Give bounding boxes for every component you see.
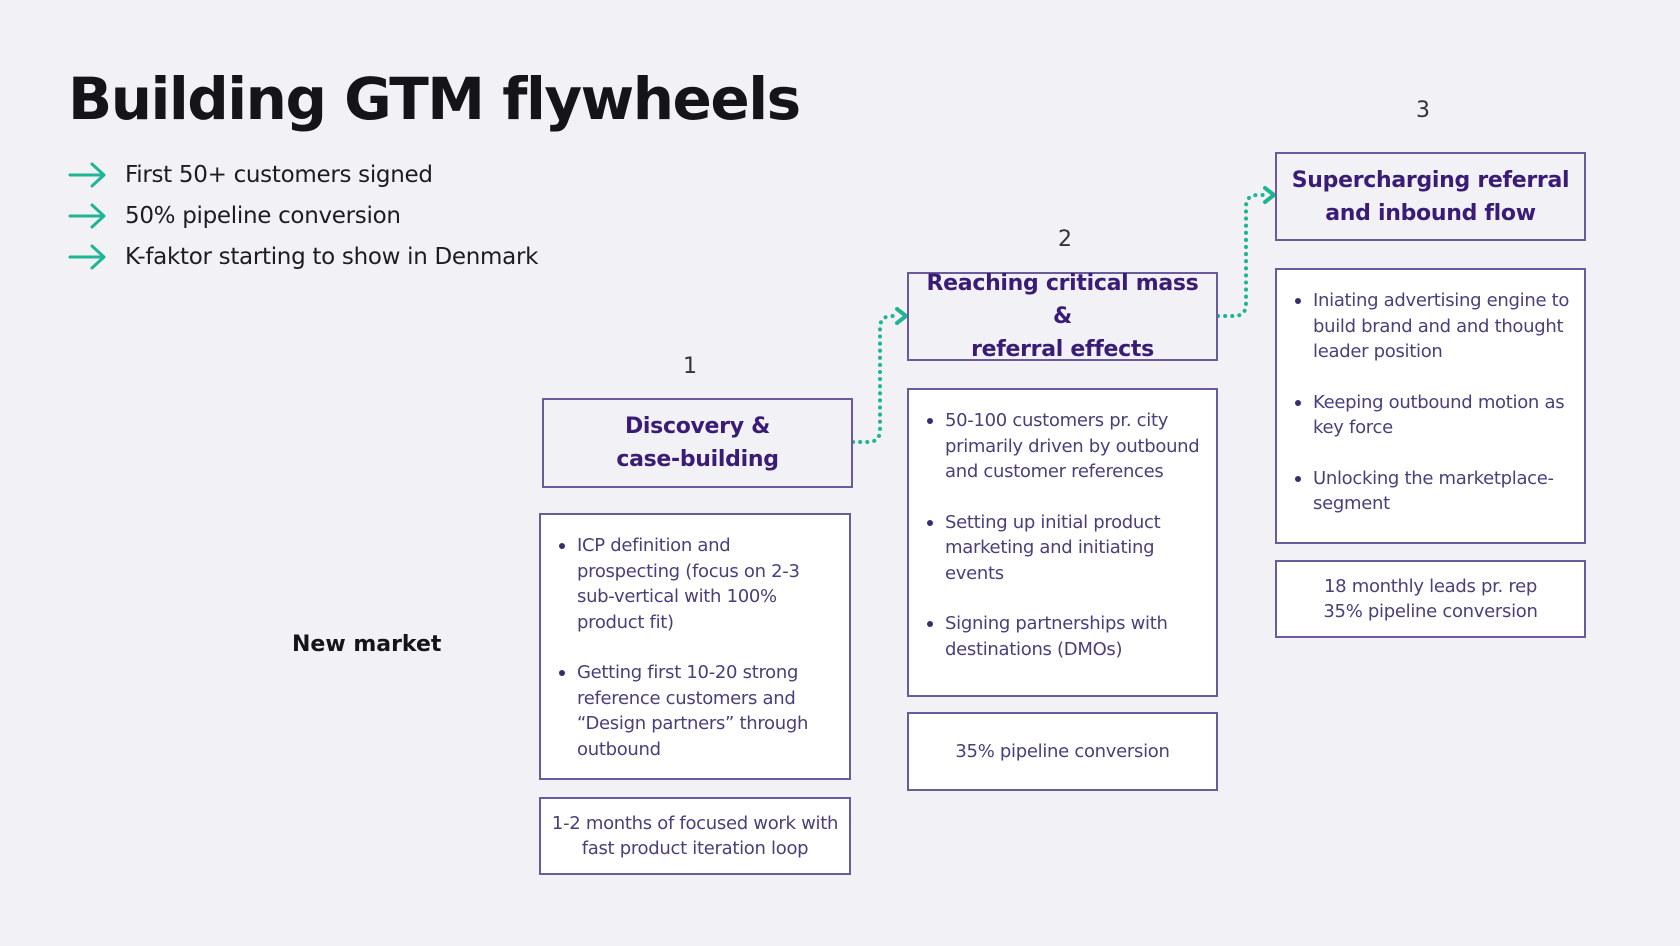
stage-bullet: Keeping outbound motion as key force (1289, 390, 1572, 441)
stage-metric-box: 18 monthly leads pr. rep 35% pipeline co… (1275, 560, 1586, 638)
stage-bullet-list: Iniating advertising engine to build bra… (1289, 288, 1572, 517)
stage-bullet: ICP definition and prospecting (focus on… (553, 533, 837, 635)
stage-metric-line: fast product iteration loop (581, 838, 809, 859)
stage-heading-line: Reaching critical mass & (926, 271, 1199, 329)
highlight-item: K-faktor starting to show in Denmark (68, 236, 538, 277)
stage-metric-line: 35% pipeline conversion (1323, 601, 1538, 622)
stage-metric-line: 18 monthly leads pr. rep (1324, 575, 1537, 597)
stage-heading-line: case-building (616, 447, 779, 472)
bullet-icon (1295, 399, 1301, 406)
bullet-icon (559, 543, 565, 549)
stage-metric-line: 35% pipeline conversion (955, 740, 1170, 762)
bullet-icon (1295, 475, 1301, 482)
bullet-text: Setting up initial product marketing and… (945, 511, 1161, 584)
bullet-text: ICP definition and prospecting (focus on… (577, 535, 800, 633)
bullet-text: Signing partnerships with destinations (… (945, 613, 1168, 660)
page-title: Building GTM flywheels (68, 65, 801, 133)
stage-number: 3 (1416, 98, 1430, 123)
highlight-item: 50% pipeline conversion (68, 195, 538, 236)
bullet-text: Keeping outbound motion as key force (1313, 391, 1565, 439)
market-label: New market (292, 632, 442, 657)
bullet-text: Iniating advertising engine to build bra… (1313, 290, 1570, 362)
connector-stage-2-to-3 (1216, 186, 1276, 318)
arrowhead-icon (1263, 186, 1276, 204)
highlight-item: First 50+ customers signed (68, 154, 538, 195)
arrowhead-icon (895, 307, 908, 325)
stage-metric-box: 35% pipeline conversion (907, 712, 1218, 791)
stage-bullet: Setting up initial product marketing and… (921, 510, 1204, 587)
highlight-text: First 50+ customers signed (125, 161, 433, 188)
stage-bullet: Iniating advertising engine to build bra… (1289, 288, 1572, 365)
bullet-icon (927, 621, 933, 627)
stage-number: 1 (683, 354, 697, 379)
stage-heading-line: Discovery & (624, 414, 771, 439)
stage-bullet: Unlocking the marketplace-segment (1289, 466, 1572, 517)
arrow-right-icon (68, 244, 106, 269)
stage-bullet-list: ICP definition and prospecting (focus on… (553, 533, 837, 762)
stage-details-box: Iniating advertising engine to build bra… (1275, 268, 1586, 544)
stage-heading-box: Supercharging referral and inbound flow (1275, 152, 1586, 241)
highlight-text: K-faktor starting to show in Denmark (125, 243, 539, 270)
stage-metric-box: 1-2 months of focused work with fast pro… (539, 797, 851, 875)
stage-details-box: 50-100 customers pr. city primarily driv… (907, 388, 1218, 697)
bullet-icon (559, 670, 565, 676)
bullet-icon (927, 519, 933, 526)
connector-stage-1-to-2 (851, 307, 908, 444)
arrow-right-icon (68, 203, 106, 228)
stage-bullet-list: 50-100 customers pr. city primarily driv… (921, 408, 1204, 662)
stage-bullet: Getting first 10-20 strong reference cus… (553, 660, 837, 762)
stage-metric-line: 1-2 months of focused work with (551, 812, 839, 834)
stage-heading-line: Supercharging referral (1291, 167, 1570, 193)
stage-bullet: Signing partnerships with destinations (… (921, 611, 1204, 662)
stage-heading-line: referral effects (971, 337, 1154, 362)
stage-number: 2 (1058, 227, 1072, 252)
highlights-list: First 50+ customers signed 50% pipeline … (68, 154, 538, 277)
bullet-icon (1295, 298, 1301, 304)
stage-bullet: 50-100 customers pr. city primarily driv… (921, 408, 1204, 485)
stage-heading-line: and inbound flow (1325, 200, 1536, 226)
stage-heading-box: Reaching critical mass & referral effect… (907, 271, 1218, 362)
bullet-icon (927, 418, 933, 424)
bullet-text: Unlocking the marketplace-segment (1313, 467, 1554, 515)
stage-details-box: ICP definition and prospecting (focus on… (539, 513, 851, 780)
arrow-right-icon (68, 162, 106, 187)
bullet-text: Getting first 10-20 strong reference cus… (577, 662, 809, 760)
stage-heading-box: Discovery & case-building (542, 398, 853, 488)
highlight-text: 50% pipeline conversion (125, 202, 401, 229)
bullet-text: 50-100 customers pr. city primarily driv… (945, 410, 1200, 482)
